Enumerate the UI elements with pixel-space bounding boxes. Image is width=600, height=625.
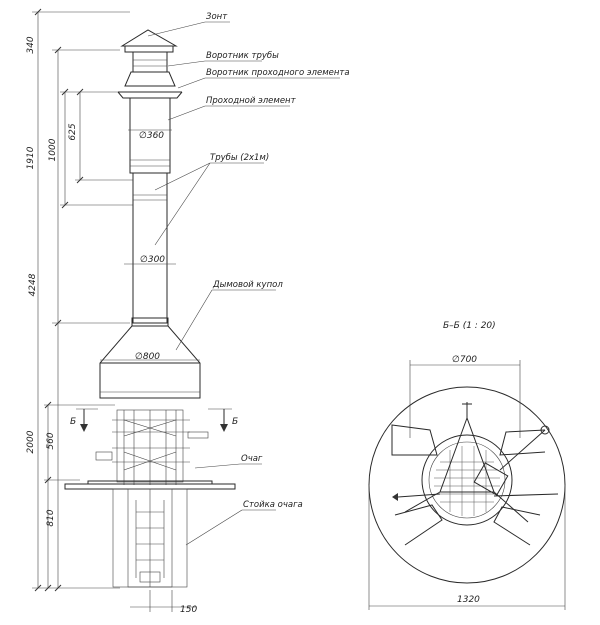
label-hood: Дымовой купол: [212, 280, 283, 290]
dim-1910: 1910: [26, 146, 36, 169]
dim-1320: 1320: [457, 595, 480, 605]
callout-leaders: [147, 21, 340, 546]
label-hearth: Очаг: [241, 454, 263, 464]
label-stand: Стойка очага: [243, 500, 303, 510]
dim-2000: 2000: [26, 430, 36, 453]
dim-150: 150: [180, 605, 197, 615]
chimney-elevation: [64, 29, 236, 612]
label-pipes: Трубы (2х1м): [210, 153, 269, 163]
dim-1000: 1000: [48, 138, 58, 161]
label-pass-element: Проходной элемент: [206, 96, 297, 106]
section-mark-left: Б: [70, 417, 76, 427]
dim-diam-800: ∅800: [135, 352, 160, 362]
dim-340: 340: [26, 36, 36, 53]
dim-diam-360: ∅360: [139, 131, 164, 141]
dim-diam-300: ∅300: [140, 255, 165, 265]
section-mark-right: Б: [232, 417, 238, 427]
label-umbrella: Зонт: [206, 12, 228, 22]
dim-560: 560: [46, 432, 56, 449]
dim-625: 625: [68, 123, 78, 140]
dim-4248: 4248: [28, 273, 38, 296]
label-pipe-collar: Воротник трубы: [206, 51, 279, 61]
left-dimension-lines: [32, 8, 133, 592]
label-pass-collar: Воротник проходного элемента: [206, 68, 350, 78]
section-title: Б–Б (1 : 20): [443, 321, 496, 331]
dim-810: 810: [46, 509, 56, 526]
section-plan: [368, 360, 566, 610]
section-cut-marks: [76, 408, 232, 432]
dim-diam-700: ∅700: [452, 355, 477, 365]
